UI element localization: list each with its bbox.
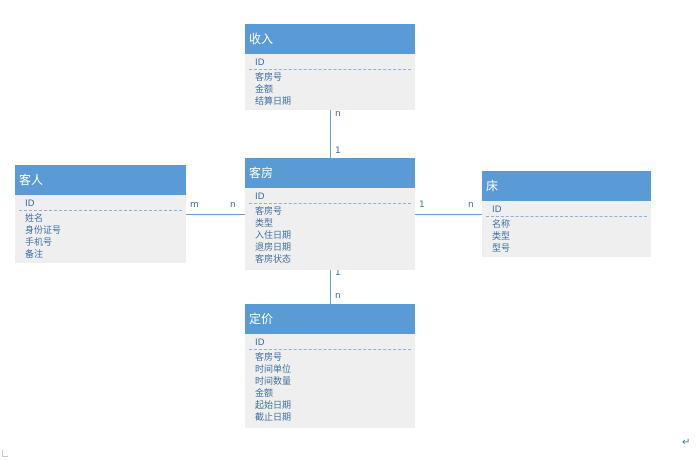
- cardinality-guest-side: m: [190, 200, 199, 210]
- entity-room-pk: ID: [255, 192, 265, 202]
- entity-income-attr: 金额: [255, 85, 274, 95]
- page-corner-mark: [2, 450, 3, 456]
- entity-pricing-title: 定价: [245, 304, 415, 334]
- entity-pricing-attr: 截止日期: [255, 413, 292, 423]
- entity-guest-title: 客人: [15, 165, 186, 195]
- page-corner-mark: [2, 456, 8, 457]
- cardinality-room-side-left: n: [230, 200, 236, 210]
- pk-divider: [249, 203, 411, 204]
- entity-pricing-attr: 客房号: [255, 353, 283, 363]
- entity-guest[interactable]: 客人 ID 姓名 身份证号 手机号 备注: [15, 165, 186, 263]
- entity-room-attr: 客房状态: [255, 255, 292, 265]
- entity-guest-attr: 身份证号: [25, 226, 62, 236]
- entity-room-attr: 客房号: [255, 207, 283, 217]
- cardinality-bed-side: n: [468, 200, 474, 210]
- connector-room-pricing: [330, 270, 331, 304]
- entity-guest-attr: 手机号: [25, 238, 53, 248]
- cardinality-room-side-right: 1: [419, 200, 425, 210]
- entity-room[interactable]: 客房 ID 客房号 类型 入住日期 退房日期 客房状态: [245, 158, 415, 270]
- entity-pricing-attr: 时间单位: [255, 365, 292, 375]
- entity-income-attr: 结算日期: [255, 97, 292, 107]
- entity-pricing-pk: ID: [255, 338, 265, 348]
- entity-pricing-attr: 金额: [255, 389, 274, 399]
- cardinality-income-side: n: [335, 109, 341, 119]
- entity-bed-attr: 类型: [492, 232, 511, 242]
- entity-bed-attr: 名称: [492, 220, 511, 230]
- entity-income-pk: ID: [255, 58, 265, 68]
- pk-divider: [249, 69, 411, 70]
- entity-bed-title: 床: [482, 171, 651, 201]
- paragraph-return-icon: ↵: [682, 437, 691, 448]
- entity-pricing-attr: 时间数量: [255, 377, 292, 387]
- entity-pricing[interactable]: 定价 ID 客房号 时间单位 时间数量 金额 起始日期 截止日期: [245, 304, 415, 428]
- entity-bed-pk: ID: [492, 205, 502, 215]
- entity-room-attr: 类型: [255, 219, 274, 229]
- pk-divider: [19, 210, 182, 211]
- connector-guest-room: [186, 214, 245, 215]
- entity-room-attr: 退房日期: [255, 243, 292, 253]
- cardinality-room-side-top: 1: [335, 146, 341, 156]
- cardinality-pricing-side: n: [335, 291, 341, 301]
- entity-bed-attr: 型号: [492, 244, 511, 254]
- entity-bed[interactable]: 床 ID 名称 类型 型号: [482, 171, 651, 257]
- cardinality-room-side-bottom: 1: [335, 268, 341, 278]
- entity-guest-attr: 姓名: [25, 214, 44, 224]
- entity-guest-pk: ID: [25, 199, 35, 209]
- entity-income[interactable]: 收入 ID 客房号 金额 结算日期: [245, 24, 415, 110]
- pk-divider: [486, 216, 647, 217]
- entity-room-attr: 入住日期: [255, 231, 292, 241]
- entity-room-title: 客房: [245, 158, 415, 188]
- pk-divider: [249, 349, 411, 350]
- connector-income-room: [330, 110, 331, 158]
- entity-income-title: 收入: [245, 24, 415, 54]
- entity-pricing-attr: 起始日期: [255, 401, 292, 411]
- entity-guest-attr: 备注: [25, 250, 44, 260]
- connector-room-bed: [415, 214, 482, 215]
- entity-income-attr: 客房号: [255, 73, 283, 83]
